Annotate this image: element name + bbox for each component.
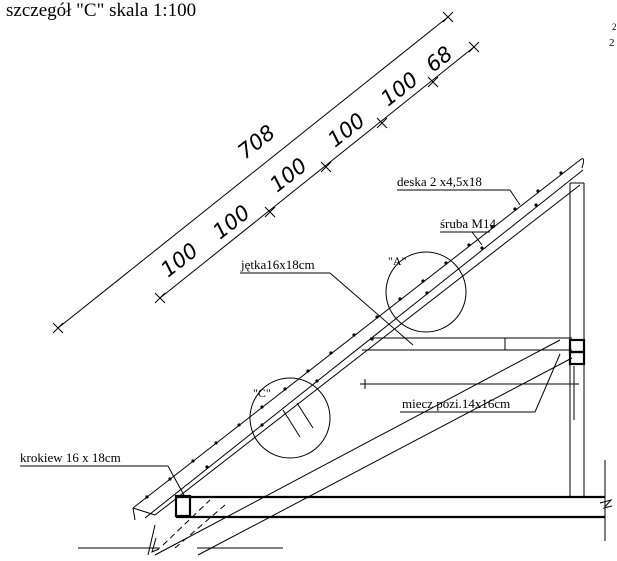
segment-text-2: 100 xyxy=(208,200,254,244)
segment-dimension-line xyxy=(159,46,475,299)
vertical-post xyxy=(568,182,586,497)
rafter-label: krokiew 16 x 18cm xyxy=(20,450,121,465)
rafter-fastener-dots xyxy=(145,171,563,499)
segment-text-4: 100 xyxy=(323,108,369,152)
collar-tie-label: jętka16x18cm xyxy=(240,257,315,272)
segment-text-1: 100 xyxy=(156,238,202,282)
drawing-title: szczegół "C" skala 1:100 xyxy=(6,0,197,21)
board-label: deska 2 x4,5x18 xyxy=(397,174,482,189)
edge-mark-top: 2 xyxy=(612,22,617,32)
detail-a-label: "A" xyxy=(388,254,407,268)
segment-text-6: 68 xyxy=(421,42,457,77)
rafter xyxy=(132,158,585,521)
detail-a-circle xyxy=(385,251,467,333)
segment-text-5: 100 xyxy=(376,67,422,111)
detail-c-label: "C" xyxy=(253,386,271,400)
brace-label: miecz pozi.14x16cm xyxy=(402,396,510,411)
edge-mark-bottom: 2 xyxy=(609,37,615,49)
floor-beam xyxy=(174,460,613,541)
detail-c-circle xyxy=(249,377,331,459)
collar-tie xyxy=(362,337,572,351)
brace-markers xyxy=(360,379,579,389)
bolt-label: śruba M14 xyxy=(440,216,496,231)
leader-lines xyxy=(20,189,561,498)
total-dimension-line xyxy=(57,16,449,329)
dimension-ticks xyxy=(52,11,480,334)
segment-text-3: 100 xyxy=(265,153,311,197)
detail-c-strut xyxy=(282,402,314,438)
base-lines xyxy=(78,524,283,556)
diagonal-strut xyxy=(154,339,573,556)
